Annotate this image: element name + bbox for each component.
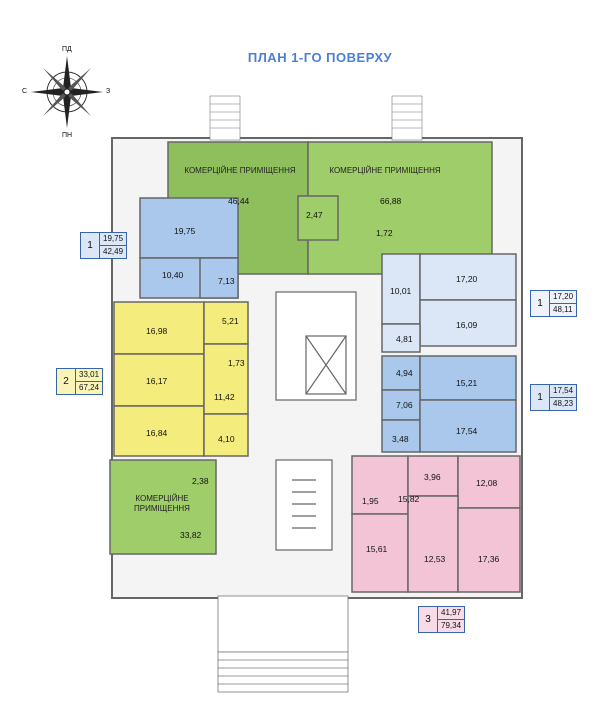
room-area: 10,40	[162, 270, 184, 280]
compass-west-label: С	[22, 88, 28, 95]
room-area: 33,82	[180, 530, 202, 540]
room-area: 4,81	[396, 334, 413, 344]
badge-living-area: 17,54	[550, 385, 577, 398]
room-area: 2,47	[306, 210, 323, 220]
room-area: 17,20	[456, 274, 478, 284]
room-area: 1,95	[362, 496, 379, 506]
compass-south-label: ПН	[62, 132, 73, 139]
apartment-1-right-upper	[381, 253, 517, 353]
badge-living-area: 41,97	[438, 607, 465, 620]
apartment-3	[351, 455, 521, 593]
commercial-zone-top	[167, 141, 493, 275]
commercial-label-1: КОМЕРЦІЙНЕ ПРИМІЩЕННЯ	[184, 166, 296, 175]
apartment-1-right-lower	[381, 355, 517, 453]
room-area: 7,13	[218, 276, 235, 286]
compass-rose-icon	[31, 56, 103, 128]
room-area: 46,44	[228, 196, 250, 206]
room-area: 12,08	[476, 478, 498, 488]
badge-type: 1	[531, 385, 550, 410]
room-area: 66,88	[380, 196, 402, 206]
building-core	[275, 291, 357, 551]
room-area: 17,54	[456, 426, 478, 436]
compass-north-label: ПД	[62, 46, 72, 53]
badge-total-area: 48,11	[553, 305, 573, 314]
room-area: 7,06	[396, 400, 413, 410]
badge-type: 2	[57, 369, 76, 394]
badge-total-area: 67,24	[79, 383, 100, 392]
apartment-1-top-left	[139, 197, 239, 299]
room-area: 17,36	[478, 554, 500, 564]
room-area: 16,98	[146, 326, 168, 336]
room-area: 2,38	[192, 476, 209, 486]
apartment-2	[113, 301, 249, 457]
badge-type: 3	[419, 607, 438, 632]
badge-living-area: 17,20	[550, 291, 577, 304]
badge-living-area: 19,75	[100, 233, 127, 246]
room-area: 16,84	[146, 428, 168, 438]
compass-east-label: З	[106, 88, 111, 95]
room-area: 16,17	[146, 376, 168, 386]
room-area: 3,96	[424, 472, 441, 482]
room-area: 1,73	[228, 358, 245, 368]
entrance-stairs	[217, 595, 349, 693]
commercial-label-2: КОМЕРЦІЙНЕ ПРИМІЩЕННЯ	[329, 166, 441, 175]
room-area: 12,53	[424, 554, 446, 564]
commercial-zone-bottom	[109, 459, 217, 555]
room-area: 15,21	[456, 378, 478, 388]
room-area: 19,75	[174, 226, 196, 236]
room-area: 10,01	[390, 286, 412, 296]
room-area: 15,61	[366, 544, 388, 554]
room-area: 3,48	[392, 434, 409, 444]
room-area: 11,42	[214, 392, 235, 402]
top-stairs	[209, 95, 423, 141]
room-area: 5,21	[222, 316, 239, 326]
badge-type: 1	[81, 233, 100, 258]
badge-total-area: 79,34	[441, 621, 462, 630]
room-area: 4,94	[396, 368, 413, 378]
room-area: 1,72	[376, 228, 393, 238]
commercial-label-3: КОМЕРЦІЙНЕ ПРИМІЩЕННЯ	[134, 494, 190, 513]
badge-total-area: 48,23	[553, 399, 574, 408]
room-area: 16,09	[456, 320, 478, 330]
badge-total-area: 42,49	[103, 247, 124, 256]
room-area: 4,10	[218, 434, 235, 444]
page-title: ПЛАН 1-ГО ПОВЕРХУ	[247, 50, 393, 65]
badge-living-area: 33,01	[76, 369, 103, 382]
badge-type: 1	[531, 291, 550, 316]
room-area: 15,82	[398, 494, 420, 504]
